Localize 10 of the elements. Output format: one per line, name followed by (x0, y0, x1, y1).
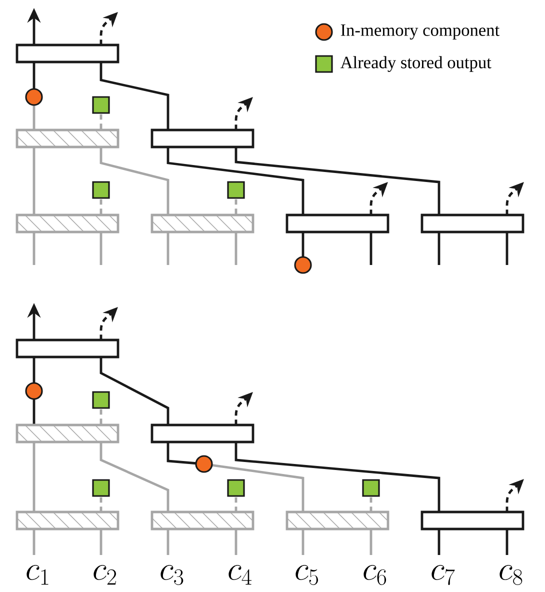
column-label: $c_6$ (364, 565, 386, 585)
column-label: $c_4$ (228, 565, 252, 585)
column-label: $c_2$ (94, 565, 116, 585)
column-label: $c_7$ (432, 565, 455, 585)
legend-text: Already stored output (340, 56, 492, 72)
legend-text: In-memory component (340, 24, 500, 40)
column-label: $c_3$ (160, 565, 184, 585)
column-label: $c_1$ (26, 565, 48, 585)
column-label: $c_8$ (500, 565, 522, 585)
column-label: $c_5$ (296, 565, 318, 585)
